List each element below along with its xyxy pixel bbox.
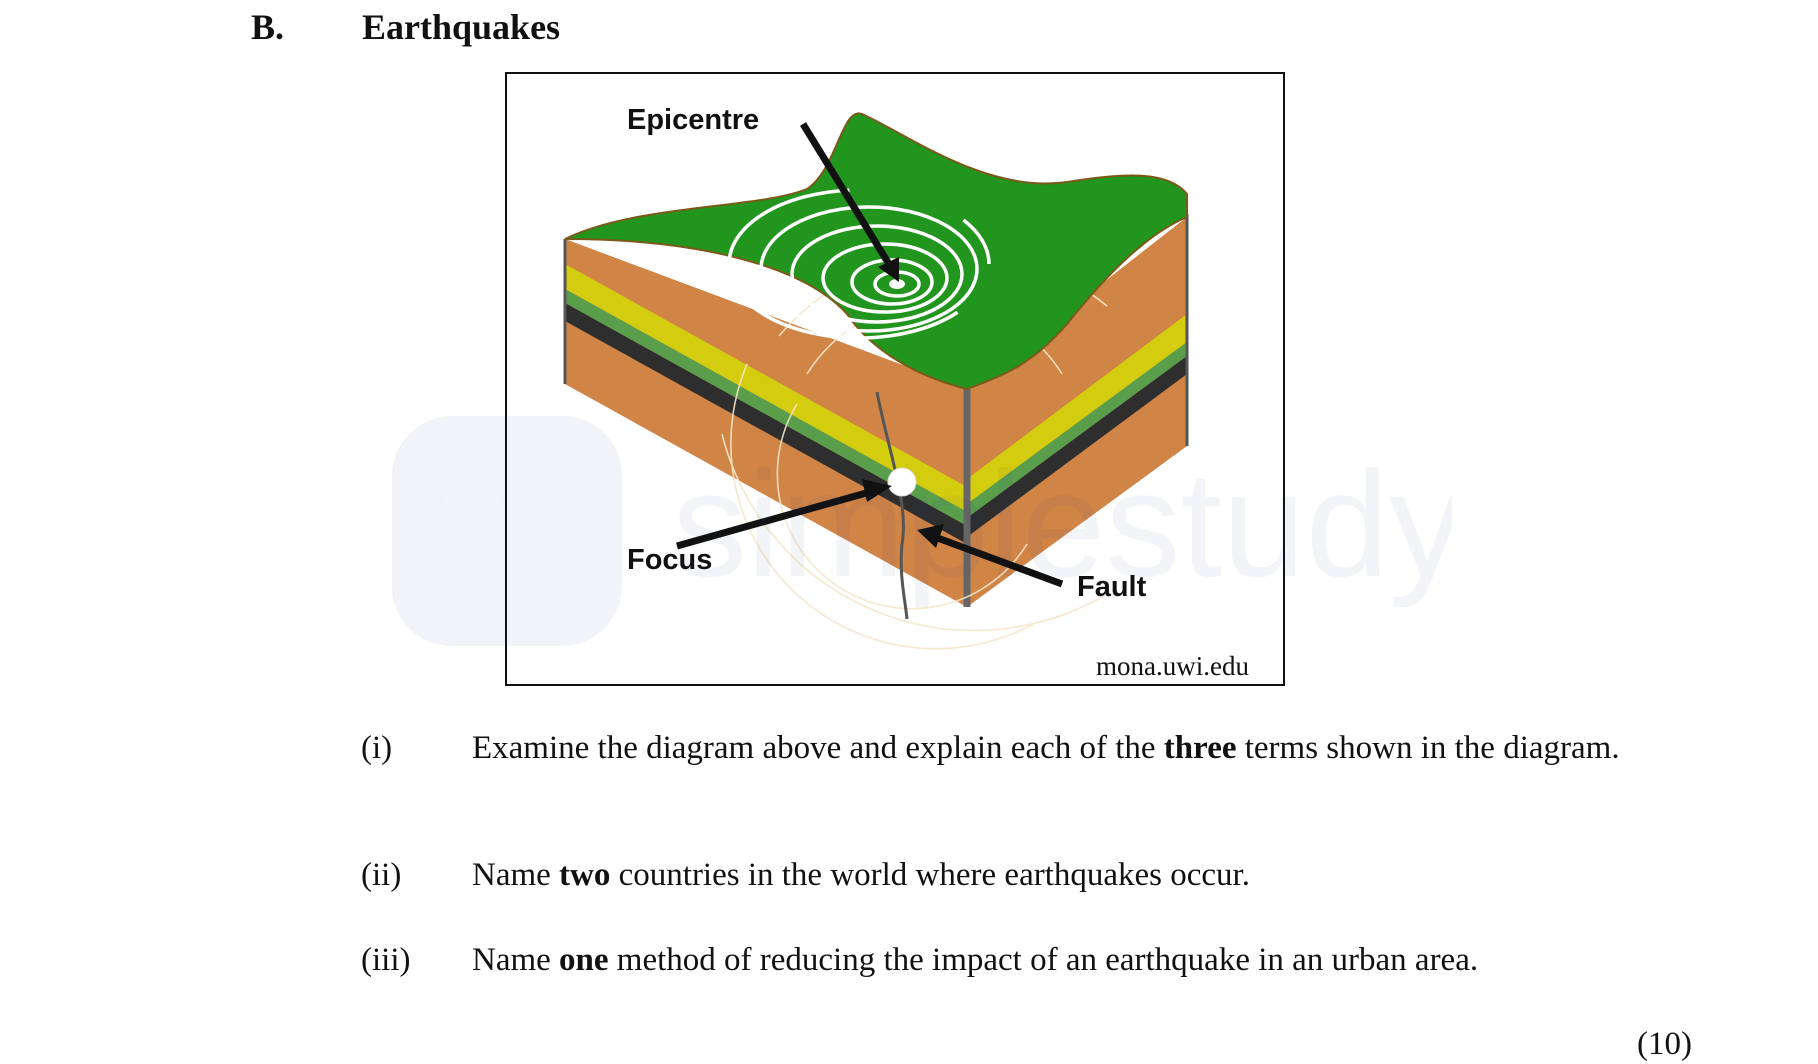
earthquake-diagram: Epicentre Focus Fault mona.uwi.edu — [505, 72, 1285, 686]
section-title: Earthquakes — [362, 7, 561, 47]
epicentre-arrow — [800, 122, 899, 282]
earthquake-block-illustration — [563, 112, 1189, 650]
question-text: Name two countries in the world where ea… — [472, 857, 1250, 893]
focus-label: Focus — [627, 544, 713, 576]
side-yellow-layer — [967, 314, 1187, 504]
front-yellow-layer — [565, 264, 967, 512]
question-number: (iii) — [361, 942, 411, 978]
side-dark-layer — [967, 356, 1187, 537]
ground-surface — [564, 112, 1188, 391]
focus-arrow — [676, 479, 892, 550]
epicentre-label: Epicentre — [627, 104, 760, 136]
epicentre-shock-rings — [727, 188, 991, 340]
image-credit: mona.uwi.edu — [1096, 651, 1249, 681]
front-green-layer — [565, 289, 967, 526]
question-number: (ii) — [361, 857, 402, 893]
section-letter: B. — [251, 7, 285, 47]
focus-point — [887, 467, 917, 497]
epicentre-point — [889, 279, 905, 289]
question-text: Examine the diagram above and explain ea… — [472, 730, 1620, 766]
fault-arrow — [917, 524, 1064, 588]
question-text: Name one method of reducing the impact o… — [472, 942, 1479, 978]
fault-line — [875, 391, 909, 620]
question-2: (ii) Name two countries in the world whe… — [0, 854, 1818, 899]
marks-total: (10) — [1637, 1026, 1692, 1062]
question-number: (i) — [361, 730, 393, 766]
side-green-layer — [967, 342, 1187, 518]
question-1: (i) Examine the diagram above and explai… — [0, 727, 1818, 817]
block-side-face — [963, 214, 1189, 607]
fault-label: Fault — [1077, 571, 1147, 603]
question-3: (iii) Name one method of reducing the im… — [0, 939, 1818, 984]
